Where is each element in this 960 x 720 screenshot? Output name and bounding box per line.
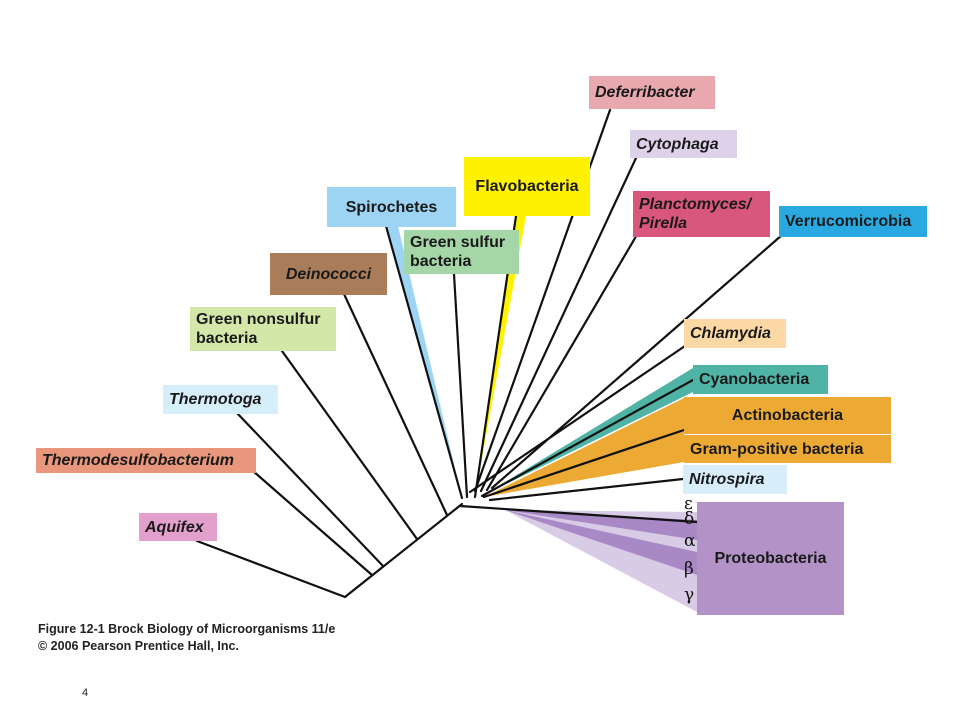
branch-thermodesulfobacterium <box>251 469 374 577</box>
label-deinococci: Deinococci <box>270 253 387 295</box>
label-verrucomicrobia: Verrucomicrobia <box>779 206 927 237</box>
label-gram-positive: Gram-positive bacteria <box>684 435 891 463</box>
label-chlamydia: Chlamydia <box>684 319 786 348</box>
branch-cytophaga <box>479 156 638 493</box>
page-number: 4 <box>82 687 89 699</box>
label-thermotoga: Thermotoga <box>163 385 278 414</box>
branch-spirochetes <box>384 224 464 500</box>
branch-planctomyces <box>485 231 640 492</box>
caption-line-1: Figure 12-1 Brock Biology of Microorgani… <box>38 622 336 636</box>
greek-beta: β <box>684 559 694 579</box>
proteobacteria-wedge-dark-2 <box>505 510 697 575</box>
caption-line-2: © 2006 Pearson Prentice Hall, Inc. <box>38 639 239 653</box>
label-cyanobacteria: Cyanobacteria <box>693 365 828 394</box>
label-planctomyces: Planctomyces/ Pirella <box>633 191 770 237</box>
label-nitrospira: Nitrospira <box>683 465 787 494</box>
label-cytophaga: Cytophaga <box>630 130 737 158</box>
branch-verrucomicrobia <box>490 233 784 490</box>
label-proteobacteria: Proteobacteria <box>697 502 844 615</box>
label-green-sulfur: Green sulfur bacteria <box>404 230 519 274</box>
branch-trunk <box>343 502 464 599</box>
branch-nitrospira <box>488 477 685 502</box>
branch-green-nonsulfur <box>280 349 419 541</box>
branch-green-sulfur <box>452 272 469 499</box>
branch-aquifex <box>195 539 347 599</box>
label-green-nonsulfur: Green nonsulfur bacteria <box>190 307 336 351</box>
branch-deinococci <box>342 292 449 517</box>
label-thermodesulfobacterium: Thermodesulfobacterium <box>36 448 256 473</box>
branch-thermotoga <box>235 411 385 568</box>
label-actinobacteria: Actinobacteria <box>684 397 891 434</box>
branch-gram-positive <box>482 428 686 499</box>
branch-cyanobacteria <box>480 378 695 498</box>
greek-epsilon: ε <box>684 494 693 514</box>
greek-delta: δ <box>684 509 695 529</box>
proteobacteria-wedge-light <box>505 510 697 612</box>
proteobacteria-wedge-dark-1 <box>505 510 697 540</box>
label-deferribacter: Deferribacter <box>589 76 715 109</box>
label-aquifex: Aquifex <box>139 513 217 541</box>
cyanobacteria-wedge <box>482 368 693 496</box>
branch-proteobacteria <box>458 504 699 524</box>
branch-chlamydia <box>468 344 687 494</box>
greek-alpha: α <box>684 531 696 551</box>
label-flavobacteria: Flavobacteria <box>464 157 590 216</box>
greek-gamma: γ <box>684 585 695 605</box>
figure-caption: Figure 12-1 Brock Biology of Microorgani… <box>38 621 335 655</box>
flavobacteria-wedge <box>475 216 526 497</box>
gram-positive-wedge <box>484 398 684 497</box>
label-spirochetes: Spirochetes <box>327 187 456 227</box>
